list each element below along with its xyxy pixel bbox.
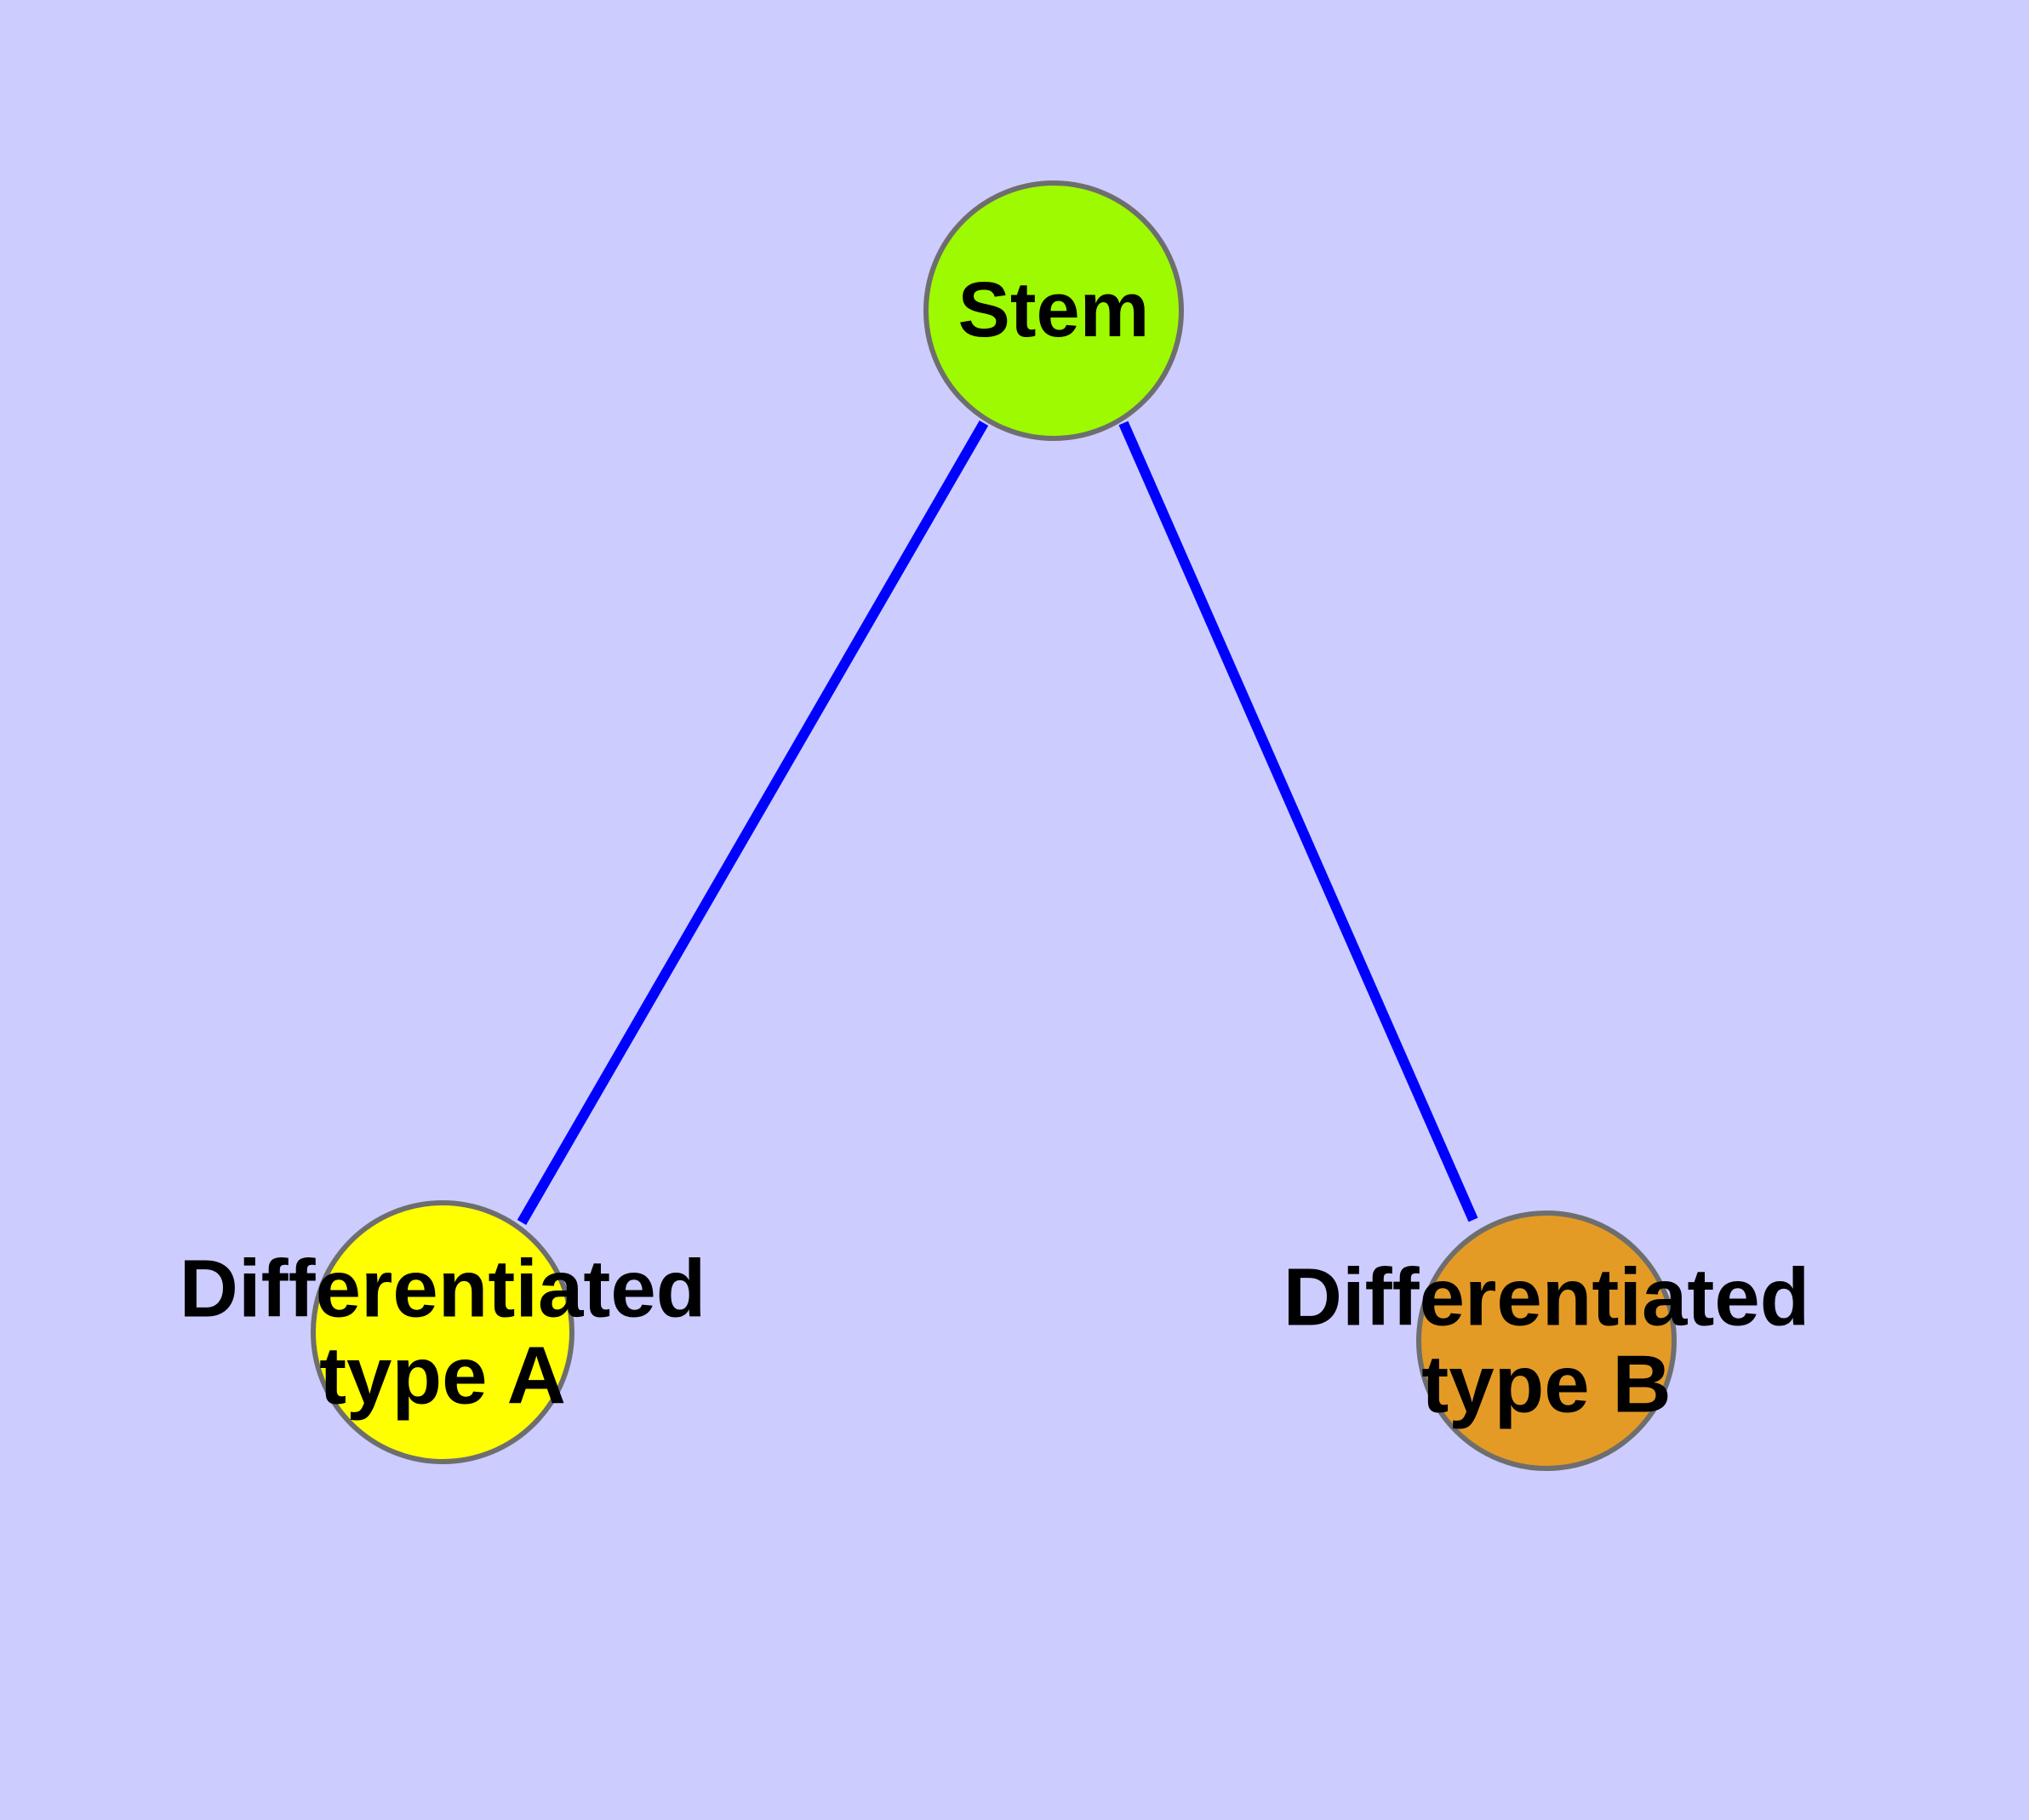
edge-stem-to-differentiated-type-b[interactable] <box>1118 421 1478 1222</box>
node-differentiated-type-b[interactable] <box>1416 1210 1677 1471</box>
edge-stem-to-differentiated-type-a[interactable] <box>517 420 989 1226</box>
nodes-group <box>311 180 1677 1471</box>
node-stem[interactable] <box>923 180 1184 441</box>
edges-group <box>517 420 1478 1226</box>
node-differentiated-type-a[interactable] <box>311 1200 574 1464</box>
